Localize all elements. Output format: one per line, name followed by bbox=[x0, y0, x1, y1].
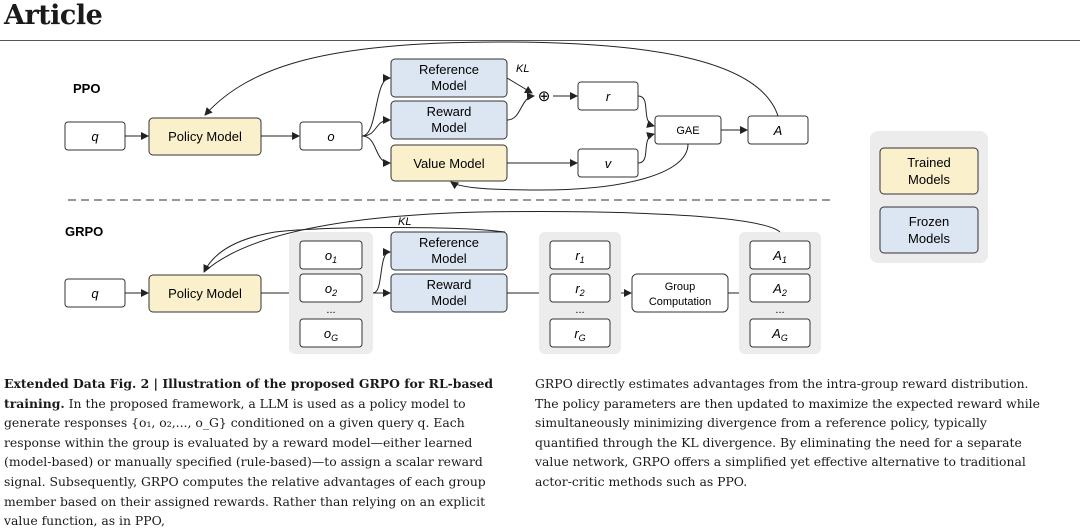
ppo-label: PPO bbox=[73, 81, 100, 96]
caption-left-text: In the proposed framework, a LLM is used… bbox=[4, 395, 486, 529]
grpo-reward-line2: Model bbox=[431, 293, 467, 308]
grpo-advantage-group: A1 A2 ... AG bbox=[739, 232, 821, 354]
ppo-reference-line2: Model bbox=[431, 78, 467, 93]
ppo-arrow-reward-plus bbox=[506, 92, 535, 121]
grpo-arrow-kl-policy bbox=[203, 227, 506, 273]
grpo-query-text: q bbox=[91, 286, 99, 301]
grpo-output-2: o2 bbox=[325, 281, 337, 298]
ppo-kl-label: KL bbox=[516, 63, 529, 75]
grpo-output-g: oG bbox=[324, 326, 338, 343]
caption-left-column: Extended Data Fig. 2 | Illustration of t… bbox=[4, 374, 514, 531]
ppo-reward-model: Reward Model bbox=[390, 100, 508, 140]
ppo-arrow-advantage-policy bbox=[204, 41, 779, 117]
ppo-query-text: q bbox=[91, 129, 99, 144]
grpo-label: GRPO bbox=[65, 224, 103, 239]
ppo-output-box: o bbox=[299, 121, 363, 151]
caption-right-column: GRPO directly estimates advantages from … bbox=[535, 374, 1050, 492]
ppo-reward-value: r bbox=[606, 89, 611, 104]
grpo-output-ellipsis: ... bbox=[326, 304, 335, 316]
ppo-gae-box: GAE bbox=[654, 115, 722, 145]
legend-trained-line2: Models bbox=[908, 172, 950, 187]
ppo-reward-line2: Model bbox=[431, 120, 467, 135]
ppo-arrow-r-gae bbox=[637, 95, 655, 128]
grpo-diagram: PPO q Policy Model o Reference Model Rew… bbox=[64, 41, 988, 354]
ppo-query-box: q bbox=[64, 121, 126, 151]
ppo-arrow-o-value bbox=[361, 135, 391, 167]
grpo-group-line2: Computation bbox=[649, 296, 711, 308]
ppo-gae-text: GAE bbox=[676, 125, 699, 137]
grpo-policy-model: Policy Model bbox=[148, 274, 262, 313]
ppo-value-estimate: v bbox=[605, 156, 613, 171]
ppo-reference-line1: Reference bbox=[419, 62, 479, 77]
grpo-kl-label: KL bbox=[398, 216, 411, 228]
grpo-reference-line1: Reference bbox=[419, 235, 479, 250]
ppo-advantage-box: A bbox=[747, 115, 809, 145]
grpo-reward-g: rG bbox=[574, 326, 585, 343]
grpo-reference-model: Reference Model bbox=[390, 231, 508, 271]
grpo-reward-model: Reward Model bbox=[390, 273, 508, 313]
ppo-arrow-gae-value bbox=[450, 143, 689, 191]
grpo-advantage-1: A1 bbox=[772, 248, 787, 265]
grpo-advantage-g: AG bbox=[771, 326, 788, 343]
legend: Trained Models Frozen Models bbox=[870, 131, 988, 263]
ppo-reference-model: Reference Model bbox=[390, 58, 508, 98]
ppo-arrow-reference-plus bbox=[506, 77, 533, 94]
ppo-plus-symbol: ⊕ bbox=[538, 88, 551, 105]
article-heading: Article bbox=[4, 0, 103, 31]
ppo-reward-box: r bbox=[577, 81, 639, 111]
legend-frozen-line1: Frozen bbox=[909, 214, 949, 229]
ppo-value-model: Value Model bbox=[390, 144, 508, 182]
caption-right-text: GRPO directly estimates advantages from … bbox=[535, 376, 1040, 489]
ppo-advantage-text: A bbox=[773, 123, 783, 138]
ppo-value-box: v bbox=[577, 148, 639, 178]
legend-frozen: Frozen Models bbox=[879, 206, 979, 254]
ppo-policy-text: Policy Model bbox=[168, 129, 242, 144]
grpo-reward-ellipsis: ... bbox=[575, 304, 584, 316]
ppo-arrow-v-gae bbox=[637, 132, 655, 164]
grpo-reward-2: r2 bbox=[575, 281, 584, 298]
grpo-output-group: o1 o2 ... oG bbox=[289, 232, 373, 354]
grpo-output-1: o1 bbox=[325, 248, 337, 265]
grpo-group-line1: Group bbox=[665, 281, 696, 293]
grpo-reference-line2: Model bbox=[431, 251, 467, 266]
grpo-reward-line1: Reward bbox=[427, 277, 472, 292]
legend-frozen-line2: Models bbox=[908, 231, 950, 246]
ppo-arrow-o-reward bbox=[361, 116, 391, 137]
grpo-reward-group: r1 r2 ... rG bbox=[539, 232, 621, 354]
grpo-group-computation: Group Computation bbox=[631, 273, 729, 313]
grpo-arrow-outputs-reference bbox=[372, 248, 391, 294]
legend-trained: Trained Models bbox=[879, 147, 979, 195]
grpo-reward-1: r1 bbox=[575, 248, 584, 265]
grpo-advantage-ellipsis: ... bbox=[775, 304, 784, 316]
ppo-value-text: Value Model bbox=[413, 156, 484, 171]
grpo-advantage-2: A2 bbox=[772, 281, 787, 298]
grpo-policy-text: Policy Model bbox=[168, 286, 242, 301]
figure-label: Extended Data Fig. 2 | Illustration of t… bbox=[4, 376, 494, 411]
ppo-policy-model: Policy Model bbox=[148, 117, 262, 156]
legend-trained-line1: Trained bbox=[907, 155, 951, 170]
ppo-arrow-o-reference bbox=[361, 74, 391, 137]
header-rule bbox=[0, 40, 1080, 41]
ppo-output-text: o bbox=[327, 129, 334, 144]
grpo-query-box: q bbox=[64, 278, 126, 308]
ppo-reward-line1: Reward bbox=[427, 104, 472, 119]
grpo-arrow-advantages-policy bbox=[203, 211, 781, 273]
